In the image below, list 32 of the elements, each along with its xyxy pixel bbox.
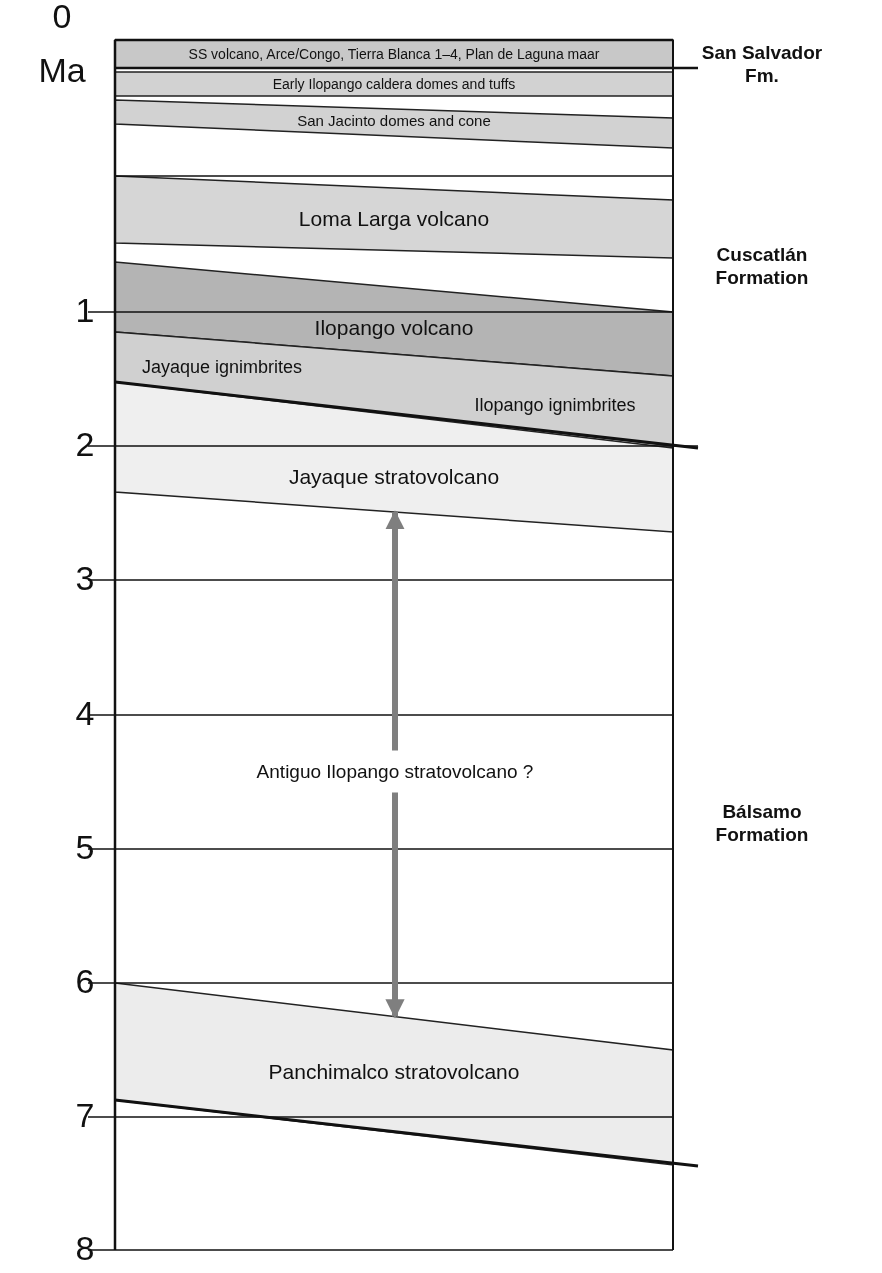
strata-band [115, 176, 673, 258]
band-label: Jayaque ignimbrites [141, 358, 303, 376]
axis-tick-label: 8 [75, 1231, 95, 1265]
range-label: Antiguo Ilopango stratovolcano ? [256, 760, 534, 783]
formation-label: San Salvador Fm. [700, 42, 824, 88]
axis-tick-label: 5 [75, 830, 95, 864]
strata-band [115, 40, 673, 68]
range-arrow [385, 510, 405, 751]
axis-tick-label: Ma [38, 53, 86, 87]
formation-label: Bálsamo Formation [714, 801, 810, 847]
axis-tick-label: 0 [52, 0, 72, 33]
band-label: Loma Larga volcano [298, 207, 490, 229]
formation-label: Cuscatlán Formation [714, 244, 810, 290]
axis-tick-label: 3 [75, 561, 95, 595]
strata-band [115, 72, 673, 96]
strata-band [115, 262, 673, 376]
band-label: SS volcano, Arce/Congo, Tierra Blanca 1–4, Plan de Laguna maar [188, 47, 600, 61]
axis-tick-label: 2 [75, 427, 95, 461]
band-label: Jayaque stratovolcano [288, 465, 500, 487]
axis-tick-label: 4 [75, 696, 95, 730]
band-label: Ilopango ignimbrites [474, 396, 636, 414]
strata-band [115, 983, 673, 1165]
band-label: Ilopango volcano [314, 316, 474, 338]
axis-tick-label: 1 [75, 293, 95, 327]
axis-tick-label: 6 [75, 964, 95, 998]
axis-tick-label: 7 [75, 1098, 95, 1132]
band-label: Early Ilopango caldera domes and tuffs [272, 77, 516, 91]
band-label: Panchimalco stratovolcano [268, 1060, 520, 1082]
range-arrow [385, 792, 405, 1019]
strata-band [115, 382, 673, 532]
band-label: San Jacinto domes and cone [297, 112, 491, 128]
strata-band [115, 100, 673, 148]
